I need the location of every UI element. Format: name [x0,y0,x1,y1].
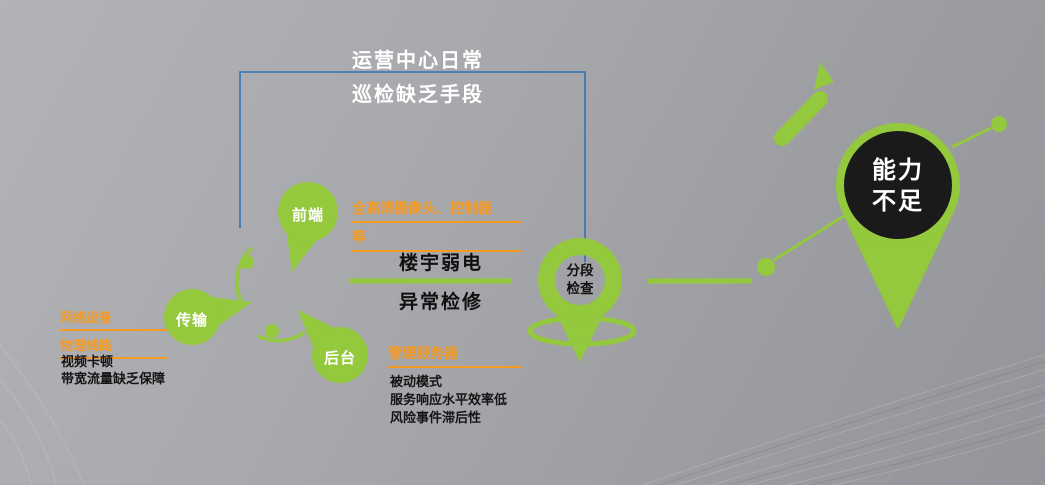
transmission-orange-line-1: 网络设备 [60,307,168,331]
segment-pin-label: 分段 检查 [548,262,612,298]
backend-orange-block: 管理服务器 [388,343,522,372]
segment-pin-icon [527,238,637,362]
front-pin-label: 前端 [291,207,324,224]
backend-pin-label: 后台 [323,350,356,367]
backend-black-line-3: 风险事件滞后性 [390,410,482,425]
segment-pin-label-line-1: 分段 [566,263,594,278]
backend-pin-icon [298,310,368,383]
front-pin-icon [278,182,338,272]
result-pin-label: 能力 不足 [846,155,950,217]
sparkle-dot-icon [757,116,1007,276]
result-pin-label-line-1: 能力 [872,157,924,184]
link-text-line-2: 异常检修 [399,292,484,313]
sparkle-triangle-icon [814,62,834,90]
transmission-black-block: 视频卡顿 带宽流量缺乏保障 [61,353,165,387]
sparkle-bar-icon [774,91,828,146]
backend-black-line-1: 被动模式 [390,374,443,389]
backend-black-block: 被动模式 服务响应水平效率低 风险事件滞后性 [390,373,507,427]
backend-orange-line: 管理服务器 [388,343,522,368]
result-pin-icon [836,123,960,330]
title-line-1: 运营中心日常 [352,50,484,72]
transmission-pin-label: 传输 [175,312,208,329]
transmission-orange-block: 网络设备 物理线路 [60,307,168,363]
link-text-line-1: 楼宇弱电 [399,253,484,274]
cluster-arc [235,246,307,343]
segment-pin-label-line-2: 检查 [566,281,594,296]
backend-black-line-2: 服务响应水平效率低 [390,392,508,407]
front-note-block: 全高清摄像头、控制器 等 [352,198,522,256]
transmission-orange-line-2: 物理线路 [60,335,168,359]
front-note-line-1: 全高清摄像头、控制器 [352,198,522,223]
front-note-line-2: 等 [352,227,522,252]
result-pin-label-line-2: 不足 [872,188,924,215]
bracket-line [239,71,586,262]
transmission-black-line-1: 视频卡顿 [61,354,114,369]
title-line-2: 巡检缺乏手段 [352,84,484,106]
transmission-black-line-2: 带宽流量缺乏保障 [61,371,166,386]
orbit-ring-icon [527,315,637,347]
transmission-pin-icon [164,289,252,345]
